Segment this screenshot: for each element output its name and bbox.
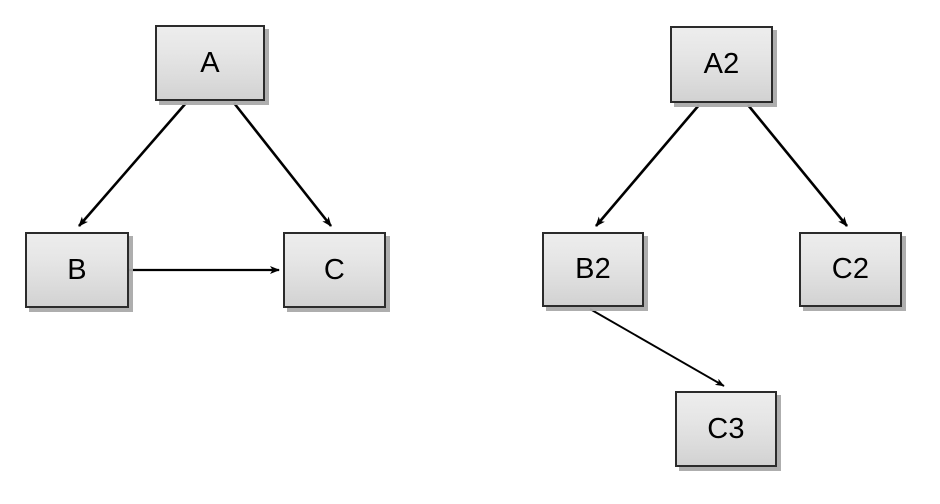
- node-a[interactable]: A: [155, 25, 265, 101]
- node-b[interactable]: B: [25, 232, 129, 308]
- edge-b2-to-c3: [589, 308, 725, 387]
- edge-a-to-b: [78, 102, 187, 227]
- node-a2[interactable]: A2: [670, 26, 773, 103]
- node-c3[interactable]: C3: [675, 391, 777, 467]
- node-c[interactable]: C: [283, 232, 386, 308]
- node-a-label: A: [200, 46, 220, 79]
- node-b2-label: B2: [575, 253, 611, 285]
- node-a2-label: A2: [703, 48, 740, 80]
- node-b2[interactable]: B2: [542, 232, 644, 307]
- edge-a2-to-b2: [595, 104, 700, 227]
- node-c2-label: C2: [831, 253, 870, 285]
- edge-a-to-c: [232, 102, 333, 227]
- edge-a2-to-c2: [746, 104, 849, 227]
- node-c2[interactable]: C2: [799, 232, 902, 307]
- node-c3-label: C3: [707, 412, 745, 445]
- node-b-label: B: [67, 253, 87, 286]
- node-c-label: C: [323, 253, 346, 286]
